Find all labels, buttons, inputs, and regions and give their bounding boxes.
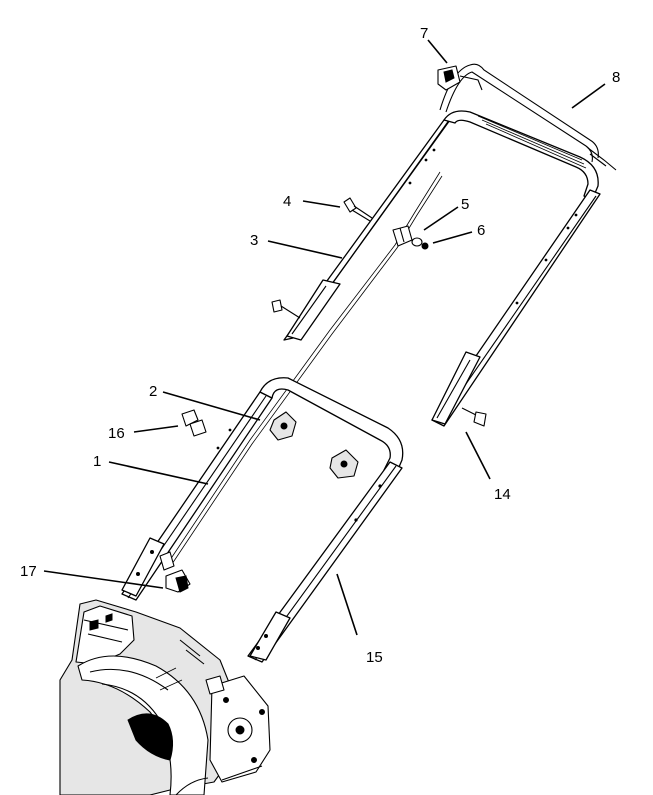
- label-part-8: 8: [612, 69, 620, 86]
- part-labels: 7 8 4 5 6 3 2 16 1 17 14 15: [20, 25, 620, 666]
- leader-lines: [43, 39, 606, 636]
- label-part-5: 5: [461, 196, 469, 213]
- cable-tie-part-16: [181, 409, 207, 437]
- leader-16: [133, 425, 179, 433]
- label-part-14: 14: [494, 486, 511, 503]
- leader-7: [427, 39, 448, 64]
- leader-2: [162, 391, 261, 421]
- label-part-2: 2: [149, 383, 157, 400]
- control-bail: [439, 63, 617, 171]
- label-part-4: 4: [283, 193, 291, 210]
- label-part-3: 3: [250, 232, 258, 249]
- leader-4: [302, 200, 341, 208]
- bolt-part-4: [343, 197, 373, 222]
- leader-15: [336, 573, 358, 636]
- bolt-upper-left: [271, 299, 301, 319]
- label-part-15: 15: [366, 649, 383, 666]
- knob-part-2: [269, 411, 297, 441]
- label-part-16: 16: [108, 425, 125, 442]
- leader-14: [465, 431, 491, 480]
- label-part-17: 17: [20, 563, 37, 580]
- cable-anchor: [159, 551, 175, 571]
- control-cable: [169, 171, 443, 565]
- label-part-7: 7: [420, 25, 428, 42]
- cable-clip: [437, 65, 483, 91]
- label-part-6: 6: [477, 222, 485, 239]
- bolt-part-14: [461, 407, 487, 427]
- knob-right: [329, 449, 359, 479]
- lower-handle: [121, 377, 404, 663]
- leader-6: [432, 231, 473, 244]
- leader-17: [43, 570, 164, 589]
- label-part-1: 1: [93, 453, 101, 470]
- leader-5: [423, 206, 459, 231]
- upper-handle: [283, 110, 601, 427]
- leader-8: [571, 83, 606, 109]
- nut-part-6: [411, 237, 429, 250]
- mower-deck: [59, 599, 271, 795]
- leader-1: [108, 461, 209, 485]
- cable-clip-part-17: [165, 569, 191, 593]
- leader-3: [267, 240, 343, 259]
